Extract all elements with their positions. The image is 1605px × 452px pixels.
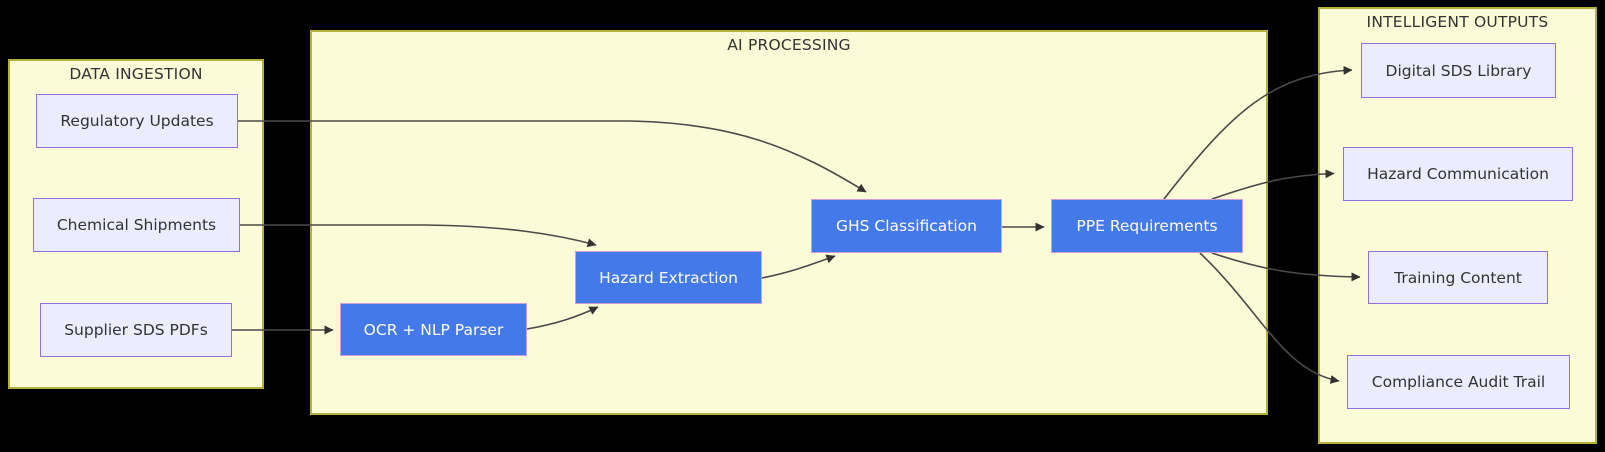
node-label-hazard-communication: Hazard Communication (1367, 165, 1549, 183)
node-regulatory-updates: Regulatory Updates (36, 94, 238, 148)
node-label-ppe-requirements: PPE Requirements (1076, 217, 1218, 235)
node-training-content: Training Content (1368, 251, 1548, 304)
node-label-chemical-shipments: Chemical Shipments (56, 216, 217, 234)
node-ghs-classification: GHS Classification (811, 199, 1002, 253)
node-label-regulatory-updates: Regulatory Updates (60, 112, 214, 130)
group-title-ai-processing: AI PROCESSING (727, 36, 851, 54)
node-compliance-audit-trail: Compliance Audit Trail (1347, 355, 1570, 409)
node-supplier-sds-pdfs: Supplier SDS PDFs (40, 303, 232, 357)
node-label-supplier-sds-pdfs: Supplier SDS PDFs (64, 321, 208, 339)
node-digital-sds-library: Digital SDS Library (1361, 43, 1556, 98)
node-label-compliance-audit-trail: Compliance Audit Trail (1371, 373, 1546, 391)
node-label-digital-sds-library: Digital SDS Library (1385, 61, 1532, 80)
node-ocr-nlp-parser: OCR + NLP Parser (340, 303, 527, 356)
node-label-ghs-classification: GHS Classification (836, 217, 977, 235)
node-hazard-extraction: Hazard Extraction (575, 251, 762, 304)
group-title-intelligent-outputs: INTELLIGENT OUTPUTS (1366, 13, 1549, 31)
node-label-training-content: Training Content (1394, 268, 1522, 287)
node-label-hazard-extraction: Hazard Extraction (599, 268, 738, 287)
node-hazard-communication: Hazard Communication (1343, 147, 1573, 201)
group-title-data-ingestion: DATA INGESTION (69, 65, 203, 83)
node-label-ocr-nlp-parser: OCR + NLP Parser (363, 320, 504, 339)
node-ppe-requirements: PPE Requirements (1051, 199, 1243, 253)
node-chemical-shipments: Chemical Shipments (33, 198, 240, 252)
